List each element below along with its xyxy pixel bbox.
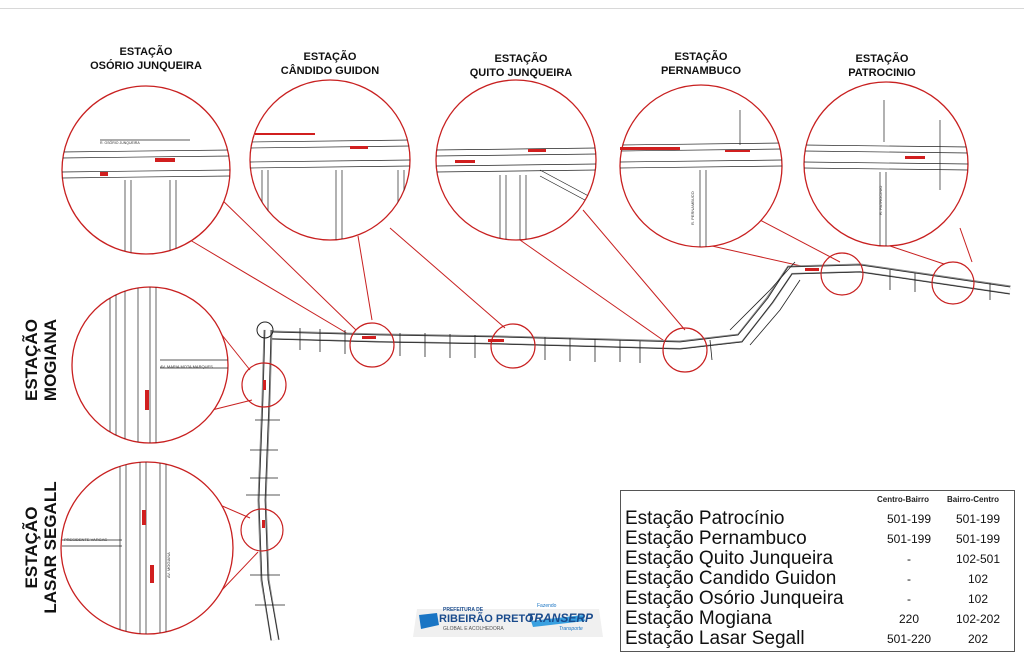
bairro-centro-lines: 501-199 (955, 512, 1001, 526)
street-label: AV. MARIA MOTA MARQUES (160, 364, 213, 369)
centro-bairro-lines: 501-199 (886, 512, 932, 526)
detail-circle-osorio (61, 85, 231, 255)
label-line1: ESTAÇÃO (303, 51, 357, 63)
street-label: R. OSÓRIO JUNQUEIRA (100, 141, 140, 145)
detail-circle-pernambuco (619, 84, 783, 248)
centro-bairro-lines: 501-220 (886, 632, 932, 646)
detail-circle-lasar (60, 461, 234, 635)
legend-row: Estação Quito Junqueira - 102-501 (625, 549, 1013, 569)
label-station-osorio: ESTAÇÃO OSÓRIO JUNQUEIRA (66, 45, 226, 73)
prefeitura-name: RIBEIRÃO PRETO (439, 613, 534, 625)
detail-circle-candido (249, 79, 411, 241)
detail-circle-mogiana (71, 286, 229, 444)
label-line2: PERNAMBUCO (660, 65, 742, 77)
centro-bairro-lines: - (907, 592, 911, 606)
centro-bairro-lines: - (907, 552, 911, 566)
station-name: Estação Candido Guidon (625, 568, 837, 589)
station-markers (262, 268, 819, 528)
street-label: R. PATROCINIO (878, 185, 883, 215)
top-divider (0, 8, 1024, 9)
column-header-bairro-centro: Bairro-Centro (947, 495, 1000, 504)
legend-row: Estação Patrocínio 501-199 501-199 (625, 509, 1013, 529)
route-legend-table: Centro-Bairro Bairro-Centro Estação Patr… (620, 490, 1015, 652)
station-name: Estação Osório Junqueira (625, 588, 844, 609)
callout-lines (189, 195, 973, 591)
legend-row: Estação Pernambuco 501-199 501-199 (625, 529, 1013, 549)
column-header-centro-bairro: Centro-Bairro (877, 495, 930, 504)
street-label: AV. MOGIANA (166, 552, 171, 578)
label-line1: ESTAÇÃO (674, 51, 728, 63)
legend-row: Estação Osório Junqueira - 102 (625, 589, 1013, 609)
label-line2: LASAR SEGALL (41, 481, 60, 614)
label-station-candido: ESTAÇÃO CÂNDIDO GUIDON (250, 50, 410, 78)
label-line1: ESTAÇÃO (22, 319, 41, 401)
station-name: Estação Patrocínio (625, 508, 785, 529)
bairro-centro-lines: 501-199 (955, 532, 1001, 546)
legend-row: Estação Candido Guidon - 102 (625, 569, 1013, 589)
street-label: PRESIDENTE VARGAS (64, 537, 108, 542)
station-name: Estação Lasar Segall (625, 628, 805, 649)
centro-bairro-lines: - (907, 572, 911, 586)
prefeitura-small-text: PREFEITURA DE (443, 607, 484, 613)
bairro-centro-lines: 102-202 (955, 612, 1001, 626)
detail-circle-patrocinio (803, 81, 969, 247)
station-name: Estação Quito Junqueira (625, 548, 834, 569)
transerp-name: TRANSERP (527, 611, 594, 625)
transerp-small-text: Fazendo (537, 603, 557, 609)
location-circles (240, 252, 975, 552)
main-road (246, 261, 1011, 641)
legend-row: Estação Lasar Segall 501-220 202 (625, 629, 1013, 649)
bairro-centro-lines: 102 (967, 592, 989, 606)
bairro-centro-lines: 102-501 (955, 552, 1001, 566)
centro-bairro-lines: 501-199 (886, 532, 932, 546)
sponsor-logos: PREFEITURA DE RIBEIRÃO PRETO GLOBAL E AC… (413, 601, 603, 641)
station-name: Estação Pernambuco (625, 528, 807, 549)
bairro-centro-lines: 102 (967, 572, 989, 586)
centro-bairro-lines: 220 (898, 612, 920, 626)
label-line2: OSÓRIO JUNQUEIRA (90, 60, 202, 72)
prefeitura-subtitle: GLOBAL E ACOLHEDORA (443, 626, 504, 632)
label-station-pernambuco: ESTAÇÃO PERNAMBUCO (621, 50, 781, 78)
label-line2: QUITO JUNQUEIRA (469, 67, 573, 79)
prefeitura-logo: PREFEITURA DE RIBEIRÃO PRETO GLOBAL E AC… (413, 607, 534, 633)
label-line1: ESTAÇÃO (855, 53, 909, 65)
transerp-logo: Fazendo TRANSERP Transporte (525, 603, 595, 637)
label-station-quito: ESTAÇÃO QUITO JUNQUEIRA (441, 52, 601, 80)
label-station-mogiana: ESTAÇÃO MOGIANA (22, 310, 60, 410)
legend-row: Estação Mogiana 220 102-202 (625, 609, 1013, 629)
bairro-centro-lines: 202 (967, 632, 989, 646)
transerp-subtitle: Transporte (559, 626, 583, 632)
street-label: R. PERNAMBUCO (690, 191, 695, 225)
label-line2: PATROCINIO (848, 67, 916, 79)
label-line2: CÂNDIDO GUIDON (280, 65, 380, 77)
label-line1: ESTAÇÃO (494, 53, 548, 65)
station-name: Estação Mogiana (625, 608, 772, 629)
label-station-lasar: ESTAÇÃO LASAR SEGALL (22, 475, 60, 620)
label-line1: ESTAÇÃO (119, 46, 173, 58)
logo-backdrop (413, 609, 603, 637)
label-station-patrocinio: ESTAÇÃO PATROCINIO (802, 52, 962, 80)
label-line1: ESTAÇÃO (22, 506, 41, 589)
label-line2: MOGIANA (41, 318, 60, 402)
detail-circle-quito (435, 79, 597, 241)
